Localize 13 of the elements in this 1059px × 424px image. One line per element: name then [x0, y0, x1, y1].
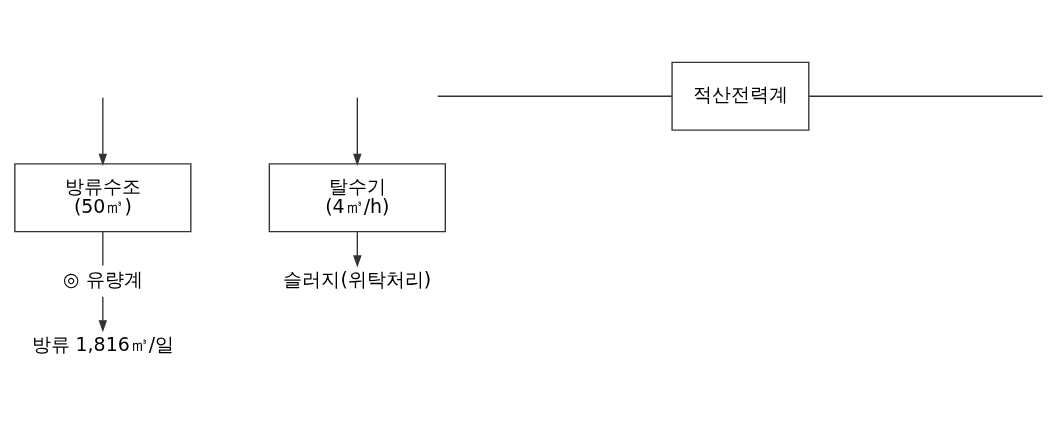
- connector: [808, 95, 1044, 97]
- arrow: [98, 97, 108, 166]
- arrow: [353, 231, 362, 268]
- node-text: 방류 1,816㎥/일: [31, 333, 175, 356]
- node-text: 슬러지(위탁처리): [283, 268, 432, 291]
- arrow: [98, 296, 108, 333]
- connector: [437, 95, 673, 97]
- node-text: ◎ 유량계: [63, 268, 143, 291]
- node-box: 적산전력계: [671, 61, 810, 131]
- arrow: [353, 97, 362, 166]
- node-box: 탈수기 (4㎥/h): [268, 163, 446, 233]
- connector: [102, 231, 104, 267]
- node-box: 방류수조 (50㎥): [14, 163, 192, 233]
